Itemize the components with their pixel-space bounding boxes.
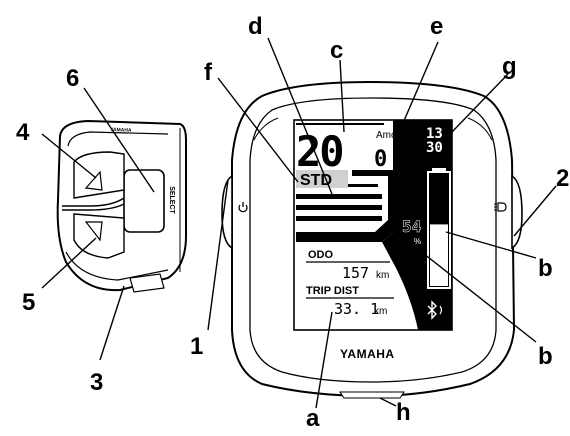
callout-5: 5 xyxy=(22,289,35,316)
battery-gauge xyxy=(427,168,451,289)
speed-integer: 20 xyxy=(296,127,343,176)
odo-value: 157 xyxy=(342,264,369,282)
assist-mode-label: Amode xyxy=(376,130,408,141)
callout-2: 2 xyxy=(556,165,569,192)
callout-3: 3 xyxy=(90,369,103,396)
assist-chevron xyxy=(296,170,393,242)
leader-lines xyxy=(41,37,557,409)
trip-label: TRIP DIST xyxy=(306,285,359,297)
display-unit: 20 0 km/h Amode 13 30 STD 54 % ODO 157 k… xyxy=(221,80,523,399)
battery-fill xyxy=(430,224,448,286)
callout-labels: 6 4 5 3 1 2 f d c e g b b a h xyxy=(16,13,569,432)
bluetooth-icon xyxy=(427,300,443,320)
callout-e: e xyxy=(430,13,443,40)
callout-c: c xyxy=(330,37,343,64)
callout-f: f xyxy=(204,59,213,86)
trip-unit: km xyxy=(374,306,387,317)
callout-6: 6 xyxy=(66,65,79,92)
callout-b-upper: b xyxy=(538,255,553,282)
trip-value: 33. 1 xyxy=(334,300,379,318)
callout-b-lower: b xyxy=(538,343,553,370)
remote-select-label: SELECT xyxy=(168,186,175,214)
callout-1: 1 xyxy=(190,333,203,360)
callout-d: d xyxy=(248,13,263,40)
odo-unit: km xyxy=(376,270,389,281)
speed-unit: km/h xyxy=(396,153,413,162)
light-button[interactable] xyxy=(511,174,523,250)
speed-decimal: 0 xyxy=(374,147,387,172)
callout-4: 4 xyxy=(16,119,30,146)
callout-h: h xyxy=(396,399,411,426)
select-button[interactable] xyxy=(123,169,165,233)
remote-brand-label: YAMAHA xyxy=(110,127,132,134)
remote-switch: YAMAHA SELECT xyxy=(56,119,187,293)
callout-g: g xyxy=(502,53,517,80)
light-icon xyxy=(494,202,507,212)
power-button[interactable] xyxy=(221,174,233,250)
power-icon xyxy=(238,202,248,213)
down-arrow-icon xyxy=(84,221,103,242)
callout-a: a xyxy=(306,405,320,431)
odo-label: ODO xyxy=(308,249,334,261)
battery-percent-unit: % xyxy=(414,237,421,246)
clock-hours: 13 xyxy=(426,126,443,142)
brand-logo: YAMAHA xyxy=(340,347,395,361)
remote-connector xyxy=(129,273,165,293)
clock-minutes: 30 xyxy=(426,140,443,156)
up-arrow-icon xyxy=(84,170,103,191)
battery-percent: 54 xyxy=(402,217,421,236)
assist-level-bars: STD xyxy=(296,170,382,221)
